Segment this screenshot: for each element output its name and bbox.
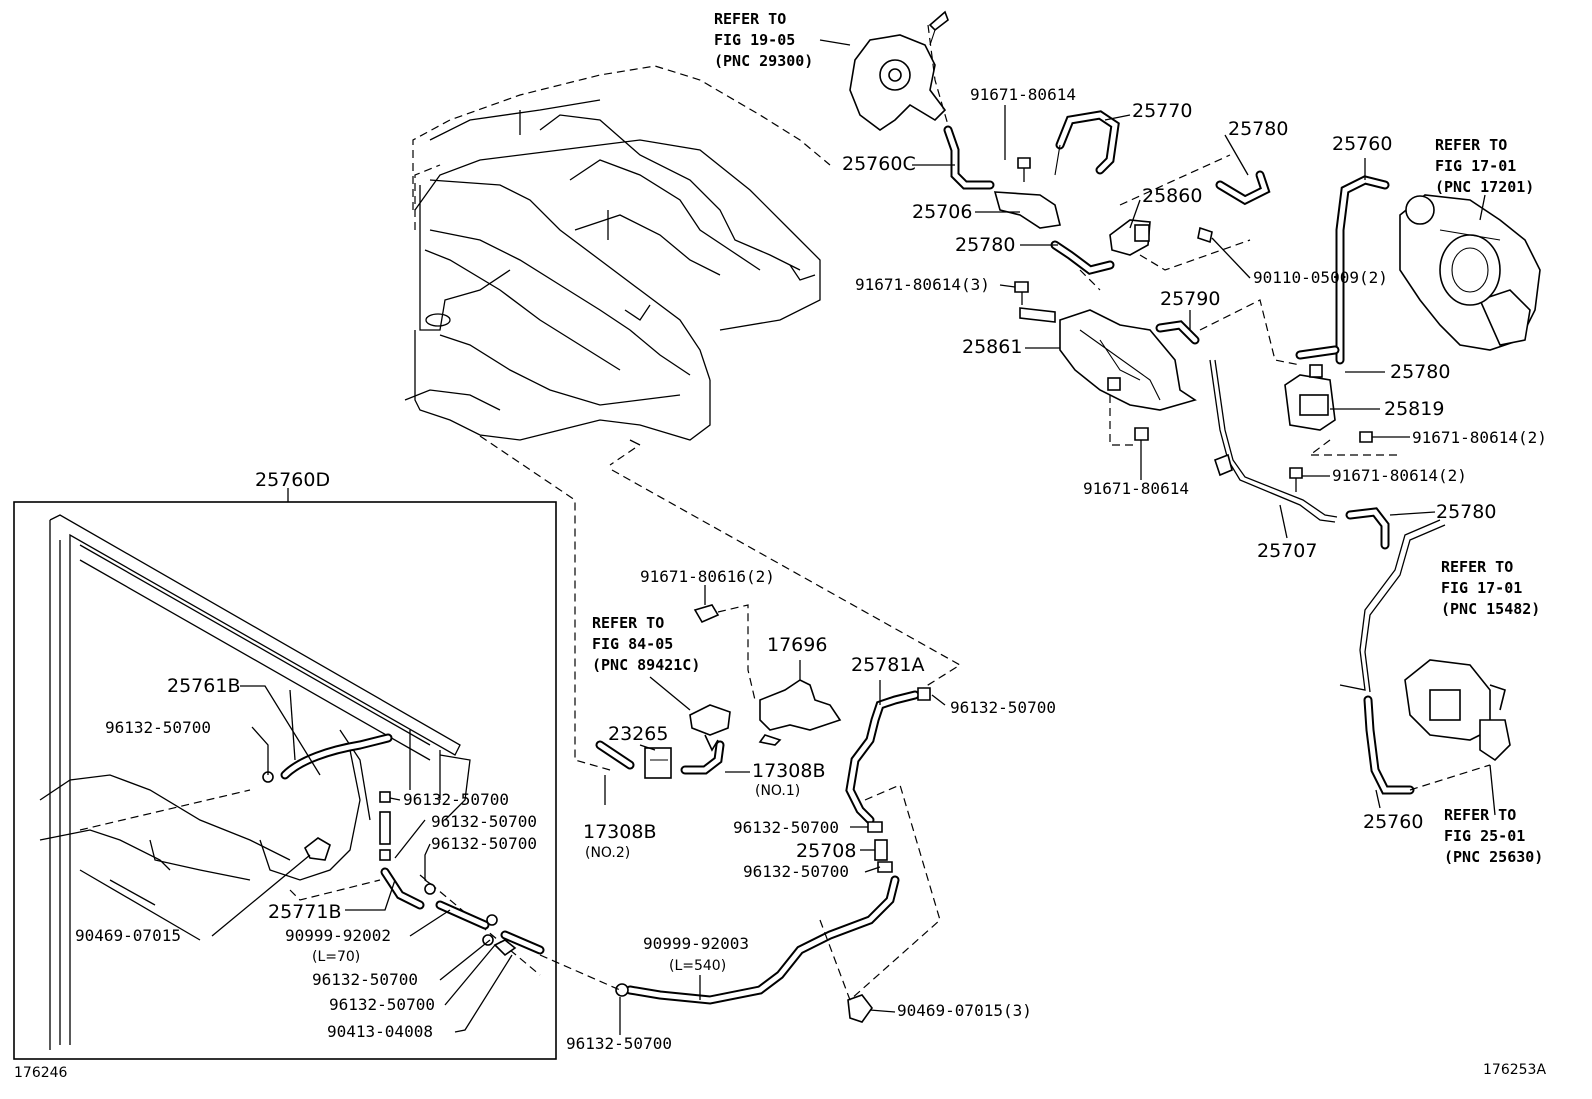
label-25760D: 25760D [255, 469, 330, 491]
ref-line: FIG 17-01 [1441, 579, 1522, 597]
label-17308B-no2: (NO.2) [585, 845, 630, 861]
label-91671-80614-2: 91671-80614(2) [1332, 466, 1467, 485]
label-90469-07015: 90469-07015 [75, 926, 181, 945]
label-25771B: 25771B [268, 901, 341, 923]
label-90999-92002-length: (L=70) [312, 949, 360, 965]
ref-fig-19-05: REFER TO FIG 19-05 (PNC 29300) [714, 10, 813, 70]
label-90469-07015-3: 90469-07015(3) [897, 1001, 1032, 1020]
vacuum-pump [849, 10, 949, 131]
bracket-25706 [993, 191, 1061, 229]
bracket-17696 [759, 679, 842, 731]
bracket-25861 [1019, 307, 1197, 411]
ref-line: REFER TO [1435, 136, 1507, 154]
label-17308B-no1: (NO.1) [755, 783, 800, 799]
ref-line: REFER TO [592, 614, 664, 632]
label-91671-80614: 91671-80614 [970, 85, 1076, 104]
leader-dashed [479, 435, 611, 771]
label-25760: 25760 [1332, 133, 1392, 155]
ref-line: (PNC 15482) [1441, 600, 1540, 618]
label-90413-04008: 90413-04008 [327, 1022, 433, 1041]
label-25780: 25780 [1228, 118, 1288, 140]
vsv-25819 [1284, 364, 1336, 431]
label-90999-92002: 90999-92002 [285, 926, 391, 945]
label-25760: 25760 [1363, 811, 1423, 833]
label-91671-80614: 91671-80614 [1083, 479, 1189, 498]
bolt [1017, 157, 1031, 182]
label-25706: 25706 [912, 201, 972, 223]
label-25707: 25707 [1257, 540, 1317, 562]
inset-box-25760D [13, 488, 557, 1060]
label-96132-50700: 96132-50700 [403, 790, 509, 809]
pipe-15482 [1339, 519, 1441, 691]
label-96132-50700: 96132-50700 [743, 862, 849, 881]
label-96132-50700: 96132-50700 [733, 818, 839, 837]
label-96132-50700: 96132-50700 [312, 970, 418, 989]
label-25760C: 25760C [842, 153, 916, 175]
label-96132-50700: 96132-50700 [566, 1034, 672, 1053]
label-91671-80616: 91671-80616(2) [640, 567, 775, 586]
label-90999-92003: 90999-92003 [643, 934, 749, 953]
ref-line: FIG 19-05 [714, 31, 795, 49]
ref-fig-25-01: REFER TO FIG 25-01 (PNC 25630) [1444, 806, 1543, 866]
filter-23265 [644, 747, 672, 779]
ref-line: (PNC 17201) [1435, 178, 1534, 196]
pipe-25707 [1209, 359, 1336, 523]
leader-dashed [611, 469, 962, 691]
label-25708: 25708 [796, 840, 856, 862]
ref-fig-17-01-a: REFER TO FIG 17-01 (PNC 17201) [1435, 136, 1534, 196]
sensor-89421C [689, 704, 731, 752]
ref-line: (PNC 89421C) [592, 656, 700, 674]
label-25790: 25790 [1160, 288, 1220, 310]
ref-fig-17-01-b: REFER TO FIG 17-01 (PNC 15482) [1441, 558, 1540, 618]
label-25780: 25780 [955, 234, 1015, 256]
label-25761B: 25761B [167, 675, 240, 697]
label-90999-92003-length: (L=540) [669, 958, 726, 974]
label-23265: 23265 [608, 723, 668, 745]
label-17308B: 17308B [752, 760, 825, 782]
label-17696: 17696 [767, 634, 827, 656]
label-96132-50700: 96132-50700 [431, 812, 537, 831]
label-96132-50700: 96132-50700 [105, 718, 211, 737]
vsv-25860 [1109, 219, 1151, 256]
ref-line: REFER TO [714, 10, 786, 28]
label-25781A: 25781A [851, 654, 924, 676]
label-25770: 25770 [1132, 100, 1192, 122]
ref-fig-84-05: REFER TO FIG 84-05 (PNC 89421C) [592, 614, 700, 674]
ref-line: (PNC 29300) [714, 52, 813, 70]
ref-line: FIG 84-05 [592, 635, 673, 653]
label-96132-50700: 96132-50700 [431, 834, 537, 853]
label-91671-80614-2: 91671-80614(2) [1412, 428, 1547, 447]
figure-id-right: 176253A [1483, 1062, 1546, 1078]
label-25861: 25861 [962, 336, 1022, 358]
label-96132-50700: 96132-50700 [329, 995, 435, 1014]
ref-line: REFER TO [1444, 806, 1516, 824]
label-25819: 25819 [1384, 398, 1444, 420]
label-91671-80614-3: 91671-80614(3) [855, 275, 990, 294]
engine-outline [404, 65, 831, 446]
label-90110-05009: 90110-05009(2) [1253, 268, 1388, 287]
leader-dashed [609, 447, 636, 466]
label-96132-50700: 96132-50700 [950, 698, 1056, 717]
label-25780: 25780 [1390, 361, 1450, 383]
ref-line: FIG 25-01 [1444, 827, 1525, 845]
ref-line: (PNC 25630) [1444, 848, 1543, 866]
label-25780: 25780 [1436, 501, 1496, 523]
turbocharger [1399, 194, 1541, 351]
ref-line: REFER TO [1441, 558, 1513, 576]
leader-lines [211, 39, 1496, 1035]
label-25860: 25860 [1142, 185, 1202, 207]
figure-id-left: 176246 [14, 1065, 68, 1081]
ref-line: FIG 17-01 [1435, 157, 1516, 175]
egr-valve [1404, 659, 1511, 762]
label-17308B: 17308B [583, 821, 656, 843]
